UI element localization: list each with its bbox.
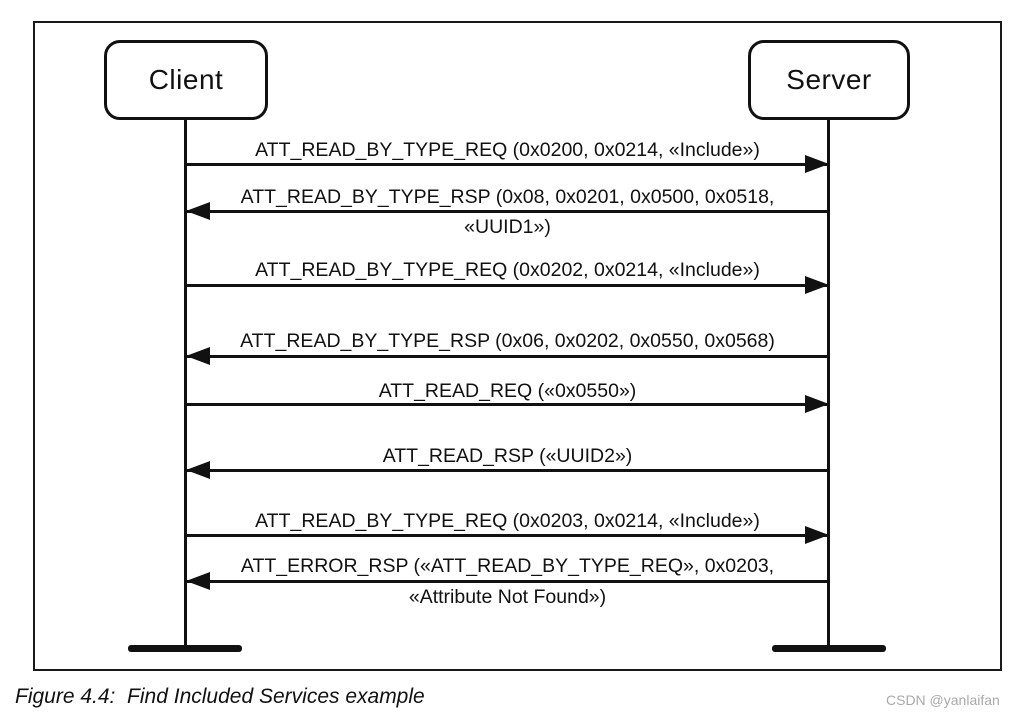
message-label-line1: ATT_READ_BY_TYPE_REQ (0x0203, 0x0214, «I…	[255, 510, 760, 532]
arrowhead-left-icon	[186, 202, 210, 220]
message-label-line2: «Attribute Not Found»)	[408, 586, 607, 608]
message-label-line1: ATT_READ_RSP («UUID2»)	[382, 445, 633, 467]
arrowhead-right-icon	[805, 155, 829, 173]
message-arrow	[186, 163, 829, 166]
lifeline-server	[827, 120, 830, 648]
message-label-line1: ATT_READ_BY_TYPE_RSP (0x08, 0x0201, 0x05…	[240, 186, 775, 208]
message-arrow	[186, 534, 829, 537]
message-label-line1: ATT_READ_BY_TYPE_REQ (0x0200, 0x0214, «I…	[255, 139, 760, 161]
actor-label-client: Client	[148, 64, 224, 95]
figure-caption: Figure 4.4: Find Included Services examp…	[15, 685, 425, 708]
arrowhead-right-icon	[805, 395, 829, 413]
message-label-line1: ATT_READ_REQ («0x0550»)	[378, 380, 637, 402]
lifeline-client	[184, 120, 187, 648]
message-arrow	[186, 210, 829, 213]
message-label-line1: ATT_READ_BY_TYPE_RSP (0x06, 0x0202, 0x05…	[240, 330, 775, 352]
arrowhead-right-icon	[805, 526, 829, 544]
message-arrow	[186, 355, 829, 358]
sequence-diagram-frame	[33, 21, 1002, 671]
actor-box-client: Client	[104, 40, 268, 120]
lifeline-end-bar-client	[128, 645, 242, 652]
message-label-line2: «UUID1»)	[464, 216, 551, 238]
arrowhead-left-icon	[186, 461, 210, 479]
arrowhead-left-icon	[186, 572, 210, 590]
arrowhead-left-icon	[186, 347, 210, 365]
actor-box-server: Server	[748, 40, 910, 120]
arrowhead-right-icon	[805, 276, 829, 294]
message-arrow	[186, 469, 829, 472]
lifeline-end-bar-server	[772, 645, 886, 652]
message-label-line1: ATT_READ_BY_TYPE_REQ (0x0202, 0x0214, «I…	[255, 259, 760, 281]
message-arrow	[186, 403, 829, 406]
message-arrow	[186, 580, 829, 583]
actor-label-server: Server	[786, 64, 872, 95]
watermark: CSDN @yanlaifan	[886, 692, 1000, 708]
message-label-line1: ATT_ERROR_RSP («ATT_READ_BY_TYPE_REQ», 0…	[240, 555, 775, 577]
message-arrow	[186, 284, 829, 287]
